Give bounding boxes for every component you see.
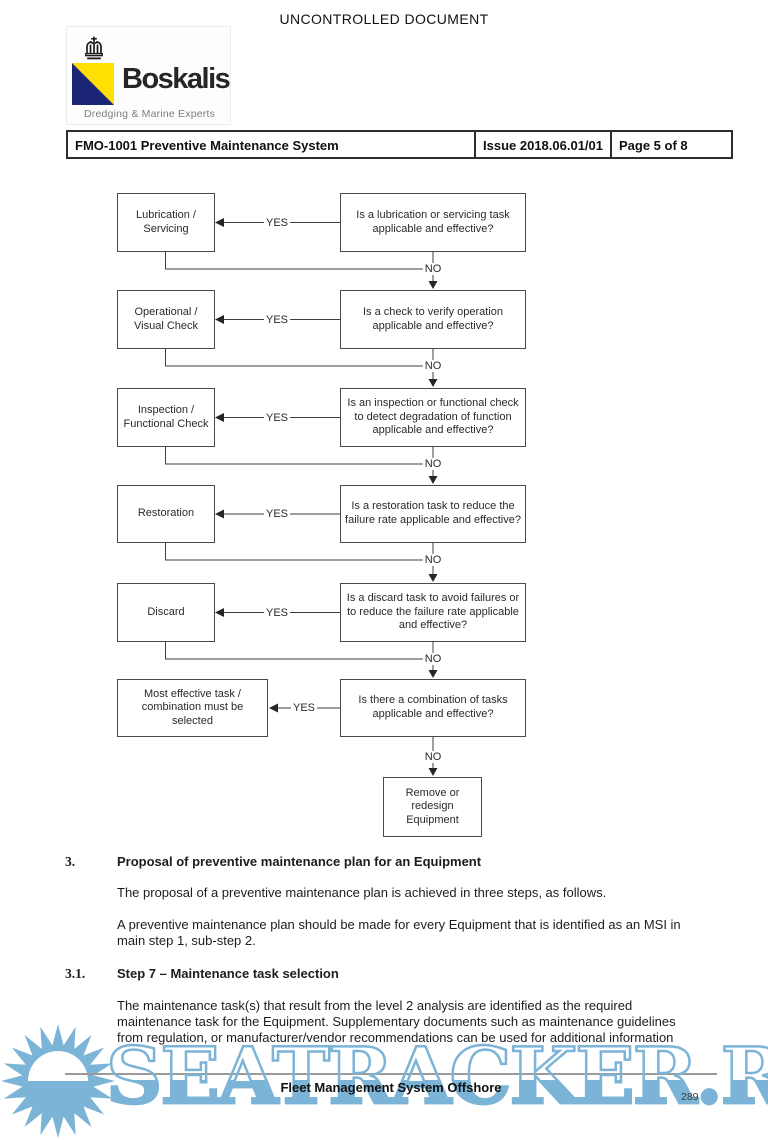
question-box-verify-operation: Is a check to verify operation applicabl… <box>340 290 526 349</box>
section-heading: Step 7 – Maintenance task selection <box>117 966 339 981</box>
yes-label: YES <box>263 606 291 619</box>
section-number: 3.1. <box>65 966 86 981</box>
paragraph: A preventive maintenance plan should be … <box>117 917 681 948</box>
maintenance-task-flowchart: Lubrication / Servicing Is a lubrication… <box>0 175 768 847</box>
watermark-text: SEATRACKER.RU <box>105 1036 768 1117</box>
document-header-table: FMO-1001 Preventive Maintenance System I… <box>66 130 733 159</box>
yes-label: YES <box>263 507 291 521</box>
no-label: NO <box>422 359 444 373</box>
footer-title: Fleet Management System Offshore <box>280 1080 502 1095</box>
footer-divider <box>65 1073 717 1075</box>
section-heading: Proposal of preventive maintenance plan … <box>117 854 482 869</box>
yes-label: YES <box>290 701 318 715</box>
no-label: NO <box>422 750 444 764</box>
logo-wordmark: Boskalis <box>122 63 231 95</box>
crown-icon <box>85 36 103 60</box>
question-box-discard: Is a discard task to avoid failures or t… <box>340 583 526 642</box>
no-label: NO <box>422 262 444 276</box>
task-box-restoration: Restoration <box>117 485 215 543</box>
paragraph: The proposal of a preventive maintenance… <box>117 885 607 900</box>
question-box-combination: Is there a combination of tasks applicab… <box>340 679 526 737</box>
logo-tagline: Dredging & Marine Experts <box>84 108 216 120</box>
boskalis-logo: Boskalis Dredging & Marine Experts <box>66 26 231 125</box>
end-box-remove-redesign: Remove or redesign Equipment <box>383 777 482 837</box>
task-box-inspection-functional: Inspection / Functional Check <box>117 388 215 447</box>
yes-label: YES <box>263 411 291 424</box>
uncontrolled-document-note: UNCONTROLLED DOCUMENT <box>279 11 489 27</box>
no-label: NO <box>422 553 444 567</box>
paragraph: The maintenance task(s) that result from… <box>117 998 676 1045</box>
doc-page-cell: Page 5 of 8 <box>610 130 733 159</box>
doc-title-cell: FMO-1001 Preventive Maintenance System <box>66 130 476 159</box>
task-box-discard: Discard <box>117 583 215 642</box>
boskalis-flag-icon <box>72 63 114 105</box>
pdf-page-number: 289 <box>681 1091 699 1103</box>
yes-label: YES <box>263 313 291 326</box>
no-label: NO <box>422 457 444 471</box>
task-box-most-effective-combination: Most effective task / combination must b… <box>117 679 268 737</box>
question-box-restoration: Is a restoration task to reduce the fail… <box>340 485 526 543</box>
task-box-lubrication-servicing: Lubrication / Servicing <box>117 193 215 252</box>
question-box-lubrication: Is a lubrication or servicing task appli… <box>340 193 526 252</box>
task-box-operational-visual: Operational / Visual Check <box>117 290 215 349</box>
no-label: NO <box>422 652 444 666</box>
doc-issue-cell: Issue 2018.06.01/01 <box>474 130 612 159</box>
question-box-inspection: Is an inspection or functional check to … <box>340 388 526 447</box>
section-number: 3. <box>65 854 76 869</box>
yes-label: YES <box>263 216 291 229</box>
